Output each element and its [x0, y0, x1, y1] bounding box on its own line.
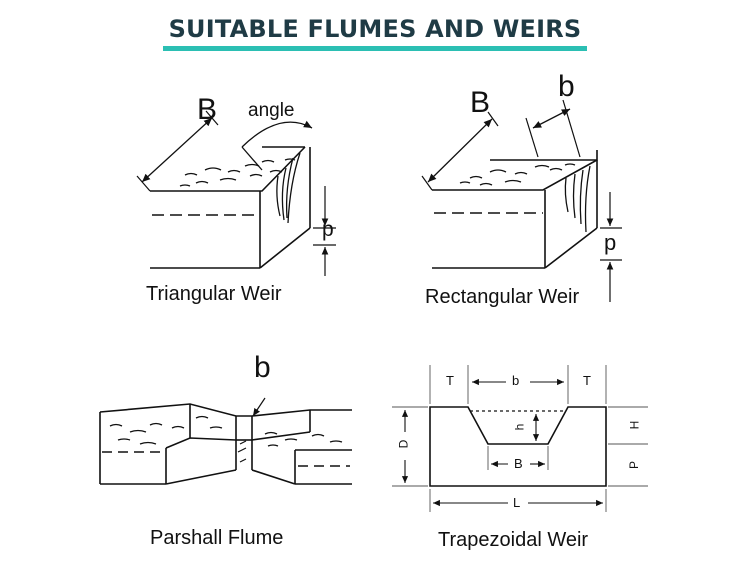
rect-label-b: b — [558, 70, 575, 103]
trapezoidal-weir-figure — [392, 365, 648, 512]
trap-label-L: L — [513, 495, 521, 510]
rect-channel-top — [432, 150, 598, 191]
tri-label-B: B — [197, 93, 218, 126]
trap-caption: Trapezoidal Weir — [438, 529, 589, 551]
rect-label-B: B — [470, 86, 491, 119]
trap-label-h: h — [512, 423, 527, 431]
tri-nappe — [276, 152, 301, 224]
rect-weir-plate-diag — [544, 227, 598, 269]
parshall-caption: Parshall Flume — [150, 527, 284, 549]
trap-label-D: D — [396, 439, 411, 449]
tri-channel-top — [150, 146, 306, 192]
rectangular-weir-figure — [421, 99, 622, 302]
trap-label-T-left: T — [446, 373, 454, 388]
tri-label-p: p — [322, 218, 334, 241]
trap-label-P: P — [627, 460, 642, 470]
trap-weir-body — [429, 406, 607, 487]
trap-label-H: H — [627, 420, 642, 430]
trap-label-T-right: T — [583, 373, 591, 388]
triangular-weir-figure — [136, 110, 336, 276]
tri-label-angle: angle — [248, 100, 295, 121]
parshall-flume-figure — [99, 397, 352, 485]
trap-label-B: B — [514, 456, 523, 471]
title-block: SUITABLE FLUMES AND WEIRS — [0, 14, 750, 51]
tri-weir-plate-diag — [259, 227, 311, 269]
trap-label-b: b — [512, 373, 520, 388]
page-title: SUITABLE FLUMES AND WEIRS — [162, 14, 588, 51]
rect-label-p: p — [604, 230, 617, 255]
rect-nappe — [564, 165, 591, 233]
parshall-label-b: b — [254, 351, 271, 384]
tri-caption: Triangular Weir — [146, 283, 282, 305]
rect-caption: Rectangular Weir — [425, 286, 580, 308]
